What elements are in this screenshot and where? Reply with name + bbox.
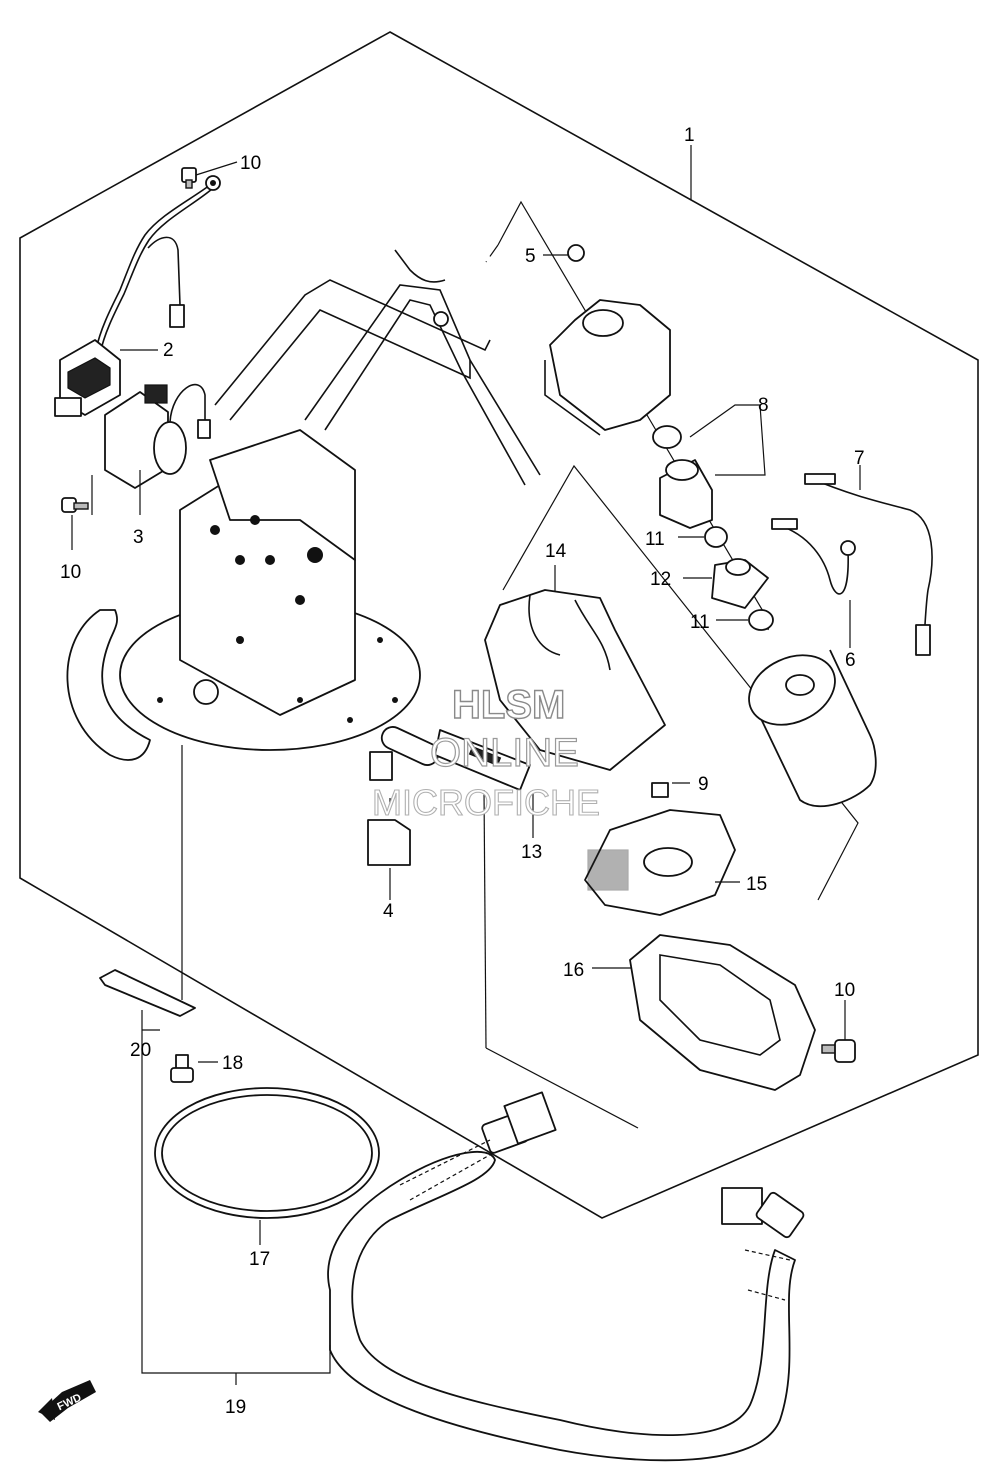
callout-13: 13 [521, 842, 542, 863]
valve-12 [711, 558, 769, 609]
callout-6: 6 [845, 650, 856, 671]
outlet-pipe [369, 726, 531, 791]
o-ring-5 [567, 244, 585, 262]
watermark-line-1: HLSM [452, 683, 565, 727]
bracket-20 [99, 969, 196, 1017]
clip-9 [651, 782, 669, 798]
clip-4 [367, 819, 411, 866]
wire-6 [771, 518, 856, 595]
callout-10-left: 10 [60, 562, 81, 583]
bolt-icon [181, 167, 197, 189]
connector-2 [54, 339, 121, 417]
fwd-arrow-icon: FWD [38, 1380, 96, 1422]
callout-9: 9 [698, 774, 709, 795]
callout-20: 20 [130, 1040, 151, 1061]
callout-10-top: 10 [240, 153, 261, 174]
callout-15: 15 [746, 874, 767, 895]
callout-11-upper: 11 [645, 529, 665, 550]
holder-16 [629, 934, 816, 1091]
watermark-line-3: MICROFICHE [372, 782, 600, 823]
pump-cap-8 [544, 299, 671, 436]
pump-bracket [119, 249, 541, 751]
callout-4: 4 [383, 901, 394, 922]
filter-14 [484, 589, 666, 771]
watermark-line-2: ONLINE [430, 731, 579, 775]
bolt-icon [170, 1054, 194, 1083]
callout-18: 18 [222, 1053, 243, 1074]
callout-labels: 1 2 3 4 5 6 7 8 9 10 10 10 11 11 12 13 1… [60, 125, 865, 1418]
callout-1: 1 [684, 125, 695, 146]
fuel-pump [748, 649, 877, 808]
relay-unit-3 [104, 383, 211, 489]
leader-lines [71, 145, 861, 1385]
callout-17: 17 [249, 1249, 270, 1270]
filter-15 [584, 809, 736, 916]
callout-7: 7 [854, 448, 865, 469]
callout-14: 14 [545, 541, 567, 562]
fuel-hose [66, 609, 151, 761]
callout-16: 16 [563, 960, 584, 981]
callout-2: 2 [163, 340, 174, 361]
o-ring-11a [704, 526, 728, 548]
wire-7 [804, 473, 933, 656]
bolt-icon [821, 1039, 856, 1063]
ground-wire-harness [95, 175, 221, 355]
filter-group-outline [502, 464, 859, 901]
fuel-hose-19 [327, 1091, 805, 1462]
regulator [659, 459, 713, 529]
watermark: HLSM ONLINE MICROFICHE [371, 682, 600, 823]
callout-3: 3 [133, 527, 144, 548]
assembly-outline [19, 31, 979, 1219]
bolt-icon [61, 497, 89, 513]
o-ring [652, 425, 682, 449]
callout-12: 12 [650, 569, 671, 590]
callout-11-lower: 11 [690, 612, 710, 633]
callout-5: 5 [525, 246, 536, 267]
o-ring-11b [748, 609, 774, 631]
callout-10-right: 10 [834, 980, 855, 1001]
callout-8: 8 [758, 395, 769, 416]
callout-19: 19 [225, 1397, 246, 1418]
